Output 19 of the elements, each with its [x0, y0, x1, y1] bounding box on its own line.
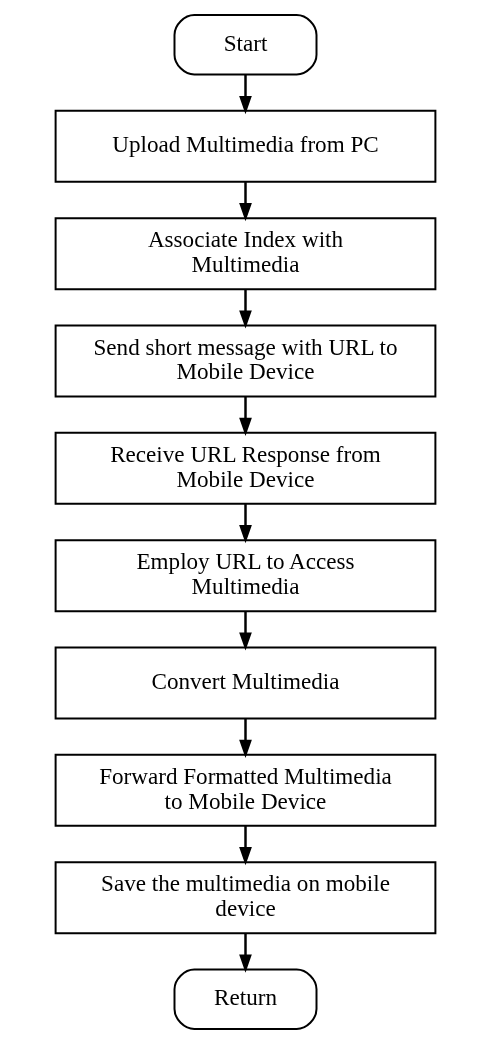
- arrow: [239, 182, 252, 222]
- node-box: Employ URL to Access Multimedia: [54, 539, 437, 613]
- node-box: Convert Multimedia: [54, 646, 437, 720]
- node-box: Save the multimedia on mobile device: [54, 861, 437, 935]
- arrow: [239, 74, 252, 115]
- arrow: [239, 933, 252, 973]
- node-box: Upload Multimedia from PC: [54, 109, 437, 183]
- arrow: [239, 396, 252, 436]
- node-box: Send short message with URL to Mobile Device: [54, 324, 437, 398]
- arrow: [239, 611, 252, 651]
- node-box: Receive URL Response from Mobile Device: [54, 431, 437, 505]
- arrow: [239, 826, 252, 866]
- arrow: [239, 504, 252, 544]
- node-box: Return: [173, 968, 318, 1030]
- node-box: Associate Index with Multimedia: [54, 217, 437, 291]
- arrow: [239, 718, 252, 758]
- arrow: [239, 289, 252, 329]
- node-box: Forward Formatted Multimedia to Mobile Device: [54, 753, 437, 827]
- node-box: Start: [173, 14, 318, 76]
